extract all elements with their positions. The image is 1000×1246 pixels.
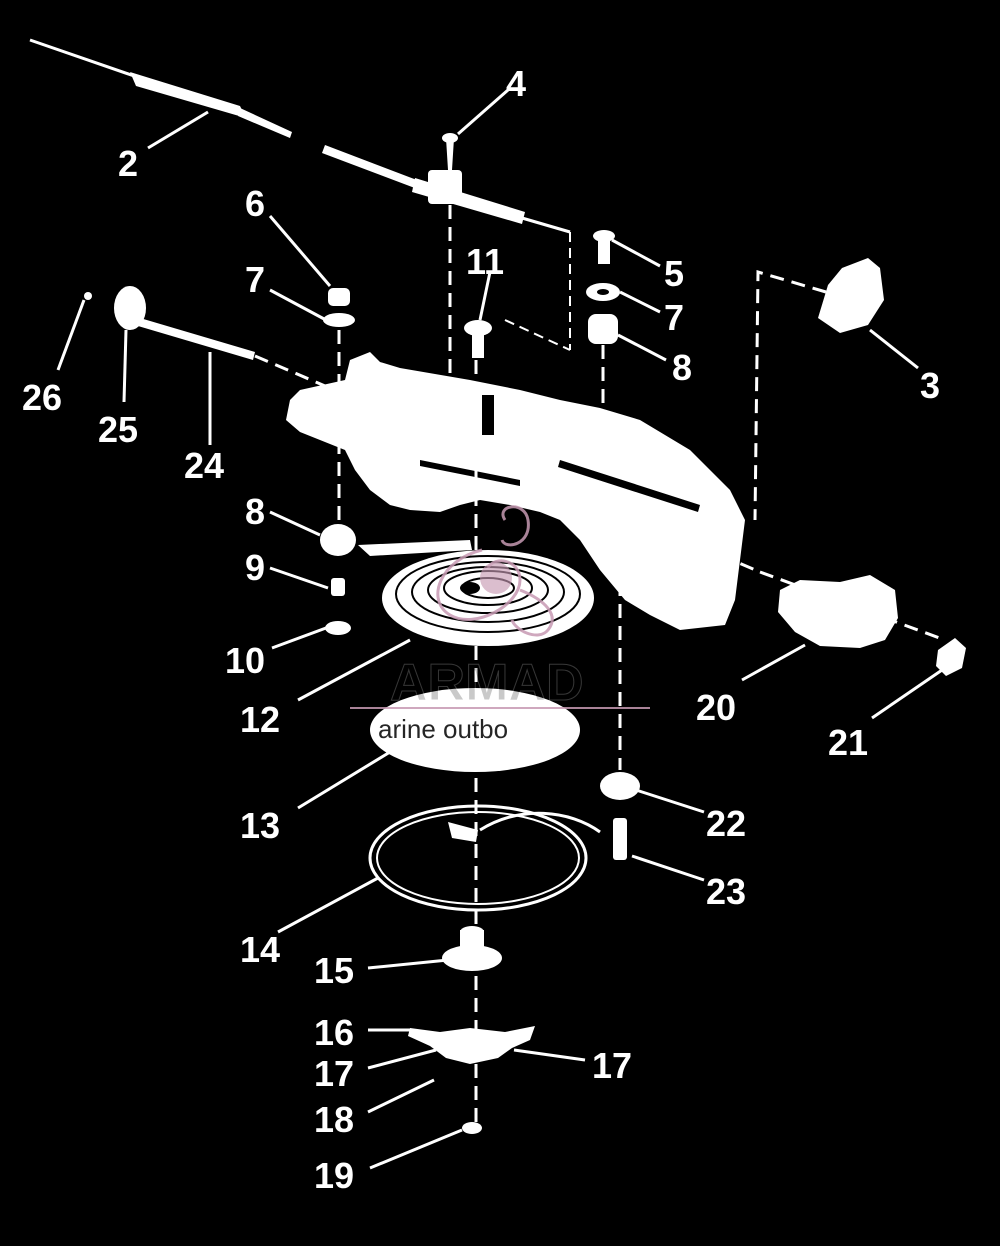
- part-4-screw-block: [428, 133, 462, 204]
- part-7-washer-right: [586, 283, 620, 301]
- callout-4: 4: [506, 63, 526, 104]
- part-25-end-cap: [114, 286, 146, 330]
- callout-26: 26: [22, 377, 62, 418]
- callout-5: 5: [664, 253, 684, 294]
- part-8-bushing-left: [320, 524, 356, 556]
- part-8-bushing-right: [588, 314, 618, 344]
- part-9-spring: [331, 578, 345, 596]
- watermark-tagline: arine outbo: [378, 714, 508, 744]
- part-7-washer-left: [323, 313, 355, 327]
- callout-7-right: 7: [664, 297, 684, 338]
- part-10-washer: [325, 621, 351, 635]
- callout-15: 15: [314, 950, 354, 991]
- callout-11: 11: [466, 241, 504, 282]
- watermark-brand: ARMAD: [390, 654, 584, 712]
- part-5-bolt: [593, 230, 615, 264]
- part-2-cable-rod: [29, 38, 571, 234]
- part-19-retaining-screw: [462, 1122, 482, 1134]
- callout-17-left: 17: [314, 1053, 354, 1094]
- leader-lines: [56, 88, 946, 1170]
- callout-9: 9: [245, 547, 265, 588]
- callout-7-left: 7: [245, 259, 265, 300]
- callout-17-right: 17: [592, 1045, 632, 1086]
- callout-16: 16: [314, 1012, 354, 1053]
- callout-21: 21: [828, 722, 868, 763]
- part-20-handle: [778, 575, 898, 648]
- part-21-end-plug: [936, 638, 966, 676]
- part-12-recoil-spring: [382, 550, 594, 646]
- watermark: ARMAD arine outbo: [350, 505, 650, 744]
- part-3-knob: [753, 258, 884, 521]
- callout-19: 19: [314, 1155, 354, 1196]
- callout-6: 6: [245, 183, 265, 224]
- callout-20: 20: [696, 687, 736, 728]
- callout-labels: 2 3 4 5 6 7 7 8 8 9 10 11 12 13 14 15 16…: [22, 63, 940, 1196]
- callout-25: 25: [98, 409, 138, 450]
- part-14-starter-rope: [368, 804, 601, 912]
- callout-14: 14: [240, 929, 280, 970]
- callout-8-left: 8: [245, 491, 265, 532]
- callout-3: 3: [920, 365, 940, 406]
- part-1-housing: [286, 352, 745, 630]
- callout-13: 13: [240, 805, 280, 846]
- part-16-pawl-plate: [408, 1026, 535, 1064]
- part-26-pin: [84, 292, 92, 300]
- part-22-cup: [600, 772, 640, 800]
- part-23-screw: [613, 818, 627, 860]
- callout-23: 23: [706, 871, 746, 912]
- part-11-pin: [464, 320, 492, 358]
- part-6-nut: [328, 288, 350, 306]
- callout-18: 18: [314, 1099, 354, 1140]
- callout-2: 2: [118, 143, 138, 184]
- callout-24: 24: [184, 445, 224, 486]
- callout-12: 12: [240, 699, 280, 740]
- callout-8-right: 8: [672, 347, 692, 388]
- watermark-logo-icon: [436, 505, 554, 637]
- lever-arm: [358, 540, 472, 556]
- callout-22: 22: [706, 803, 746, 844]
- callout-10: 10: [225, 640, 265, 681]
- part-15-hub: [442, 926, 502, 971]
